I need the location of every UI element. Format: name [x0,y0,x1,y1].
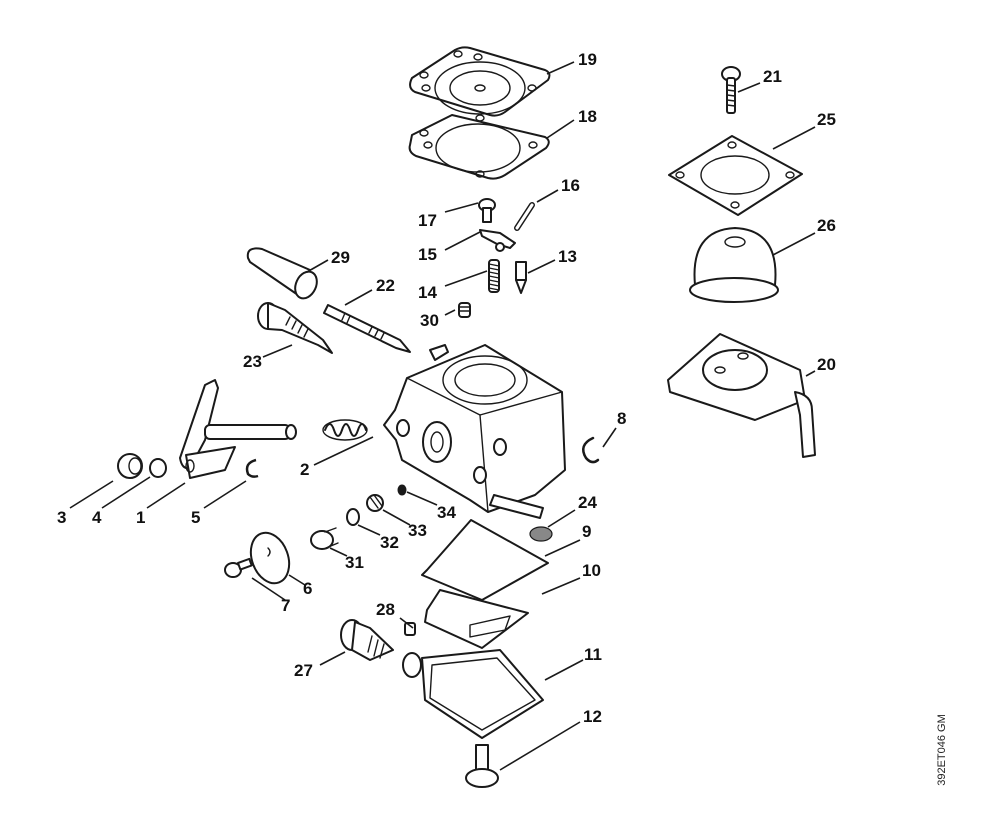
part-14-spring [488,259,500,293]
callout-16: 16 [561,176,580,195]
callout-7: 7 [281,596,290,615]
part-2-spring [322,419,368,441]
callout-13: 13 [558,247,577,266]
callout-23: 23 [243,352,262,371]
callout-25: 25 [817,110,836,129]
callout-5: 5 [191,508,200,527]
part-23-adjusting-screw [257,302,333,354]
callout-1: 1 [136,508,145,527]
callout-4: 4 [92,508,102,527]
part-12-screw [465,744,499,788]
part-30-plug [458,302,471,318]
callout-20: 20 [817,355,836,374]
callout-28: 28 [376,600,395,619]
part-7-screw [224,557,253,578]
callout-27: 27 [294,661,313,680]
part-6-throttle-plate [249,531,291,585]
part-21-screw [721,66,741,114]
callout-29: 29 [331,248,350,267]
part-20-primer-housing [667,333,816,458]
callout-32: 32 [380,533,399,552]
callout-12: 12 [583,707,602,726]
part-1-throttle-shaft [179,379,297,479]
part-31-plug [310,527,339,550]
callout-31: 31 [345,553,364,572]
callout-22: 22 [376,276,395,295]
callout-6: 6 [303,579,312,598]
part-11-pump-cover [402,649,544,739]
part-16-pin [514,202,535,231]
part-25-gasket [668,135,803,216]
callout-33: 33 [408,521,427,540]
callout-18: 18 [578,107,597,126]
callout-9: 9 [582,522,591,541]
callout-14: 14 [418,283,437,302]
part-34-ball [397,484,407,496]
callout-8: 8 [617,409,626,428]
part-10-pump-diaphragm [424,589,529,649]
part-15-lever [479,229,516,252]
part-8-circlip [581,436,600,464]
callout-11: 11 [584,645,602,664]
callout-15: 15 [418,245,437,264]
carburetor-body [383,344,566,519]
callout-2: 2 [300,460,309,479]
part-29-sleeve [246,247,318,300]
callout-24: 24 [578,493,597,512]
document-code-text: 392ET046 GM [936,714,948,786]
part-9-gasket [421,519,549,601]
callout-17: 17 [418,211,437,230]
part-32-o-ring [346,508,360,526]
part-4-washer [149,458,167,478]
callout-labels: 19 18 17 16 15 14 13 30 29 22 23 2 8 3 4… [57,50,836,726]
part-28-plug [404,622,416,636]
part-22-adjusting-screw [323,304,411,353]
document-code: 392ET046 GM [933,695,951,805]
part-26-primer-bulb [689,227,779,303]
part-33-spring [366,494,384,512]
callout-30: 30 [420,311,439,330]
part-17-screw [478,198,496,223]
callout-3: 3 [57,508,66,527]
callout-34: 34 [437,503,456,522]
callout-26: 26 [817,216,836,235]
part-24-strainer [529,526,553,542]
part-18-gasket [408,114,550,180]
part-5-circlip [245,458,259,478]
callout-10: 10 [582,561,601,580]
part-3-bushing [117,453,143,479]
part-13-inlet-needle [515,261,527,294]
leader-lines [69,61,816,771]
callout-19: 19 [578,50,597,69]
part-19-diaphragm [409,46,551,122]
callout-21: 21 [763,67,782,86]
part-27-screw [340,619,394,661]
